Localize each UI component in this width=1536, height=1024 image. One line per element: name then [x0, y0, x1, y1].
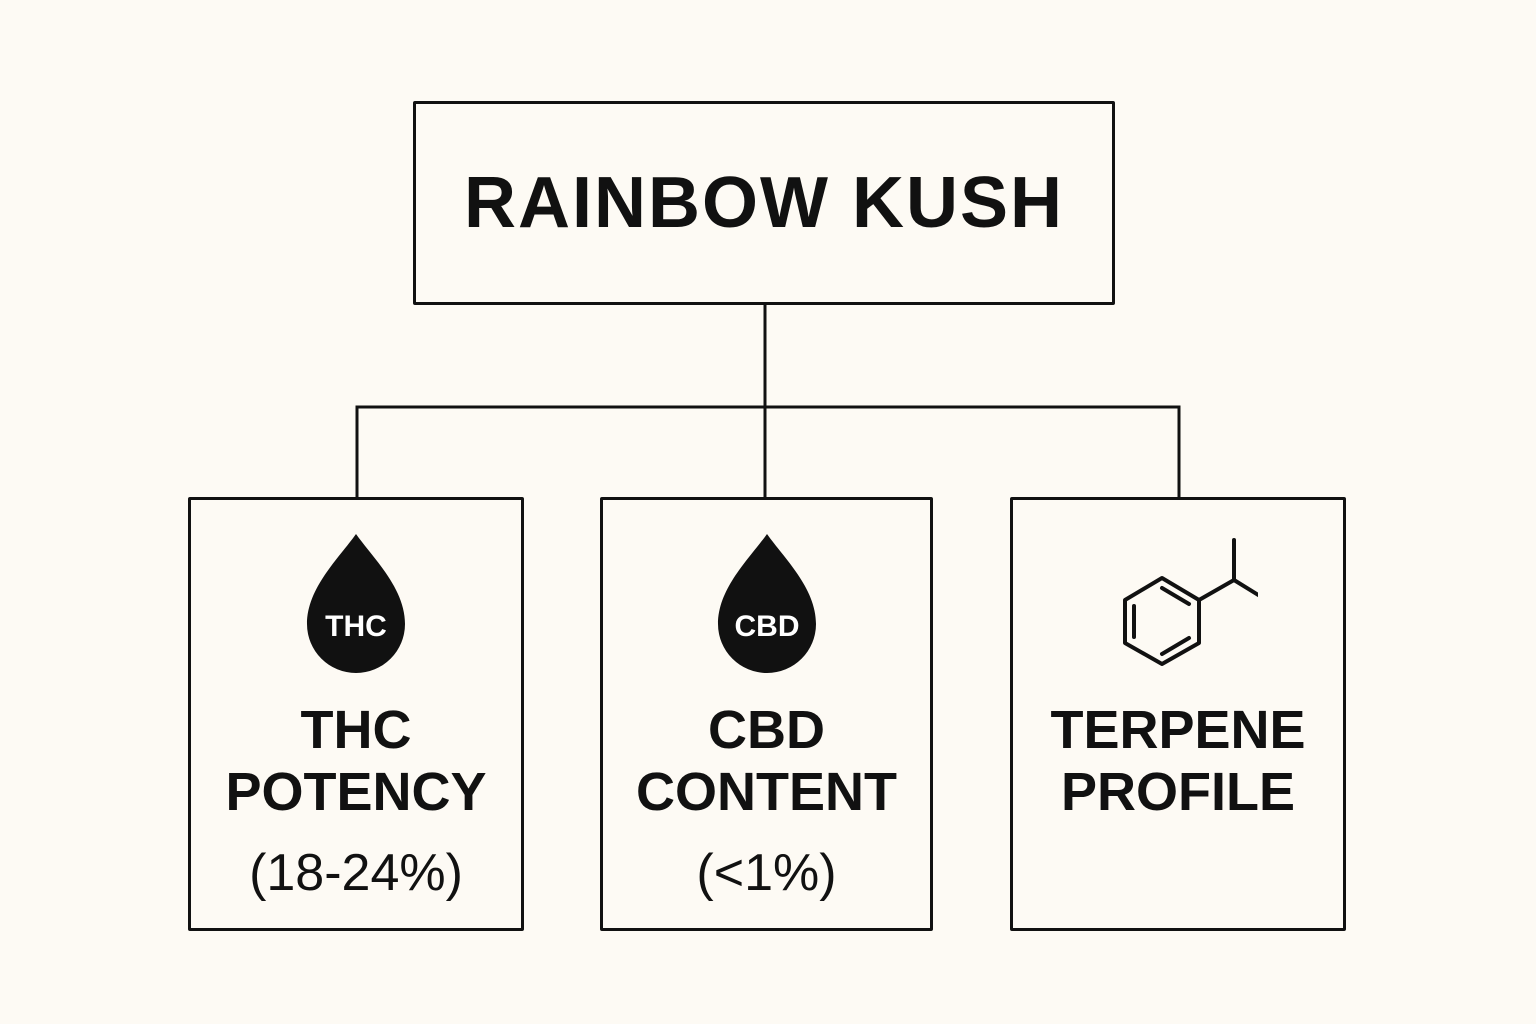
benzene-molecule-icon	[1123, 538, 1258, 666]
thc-subheading: POTENCY	[225, 762, 487, 822]
thc-range: (18-24%)	[249, 844, 463, 902]
terpene-profile-card: TERPENE PROFILE	[1010, 497, 1346, 931]
thc-heading: THC	[300, 700, 412, 760]
terpene-subheading: PROFILE	[1060, 762, 1295, 822]
thc-potency-card: THC THC POTENCY (18-24%)	[188, 497, 524, 931]
cbd-heading: CBD	[708, 700, 825, 760]
thc-drop-icon: THC	[307, 534, 405, 673]
cbd-content-card: CBD CBD CONTENT (<1%)	[600, 497, 933, 931]
terpene-heading: TERPENE	[1050, 700, 1306, 760]
cbd-range: (<1%)	[696, 844, 837, 902]
thc-drop-label: THC	[325, 610, 387, 643]
root-node: RAINBOW KUSH	[413, 101, 1115, 305]
cbd-drop-label: CBD	[734, 610, 799, 643]
cbd-drop-icon: CBD	[717, 534, 816, 673]
cbd-subheading: CONTENT	[636, 762, 897, 822]
root-title: RAINBOW KUSH	[464, 163, 1064, 243]
